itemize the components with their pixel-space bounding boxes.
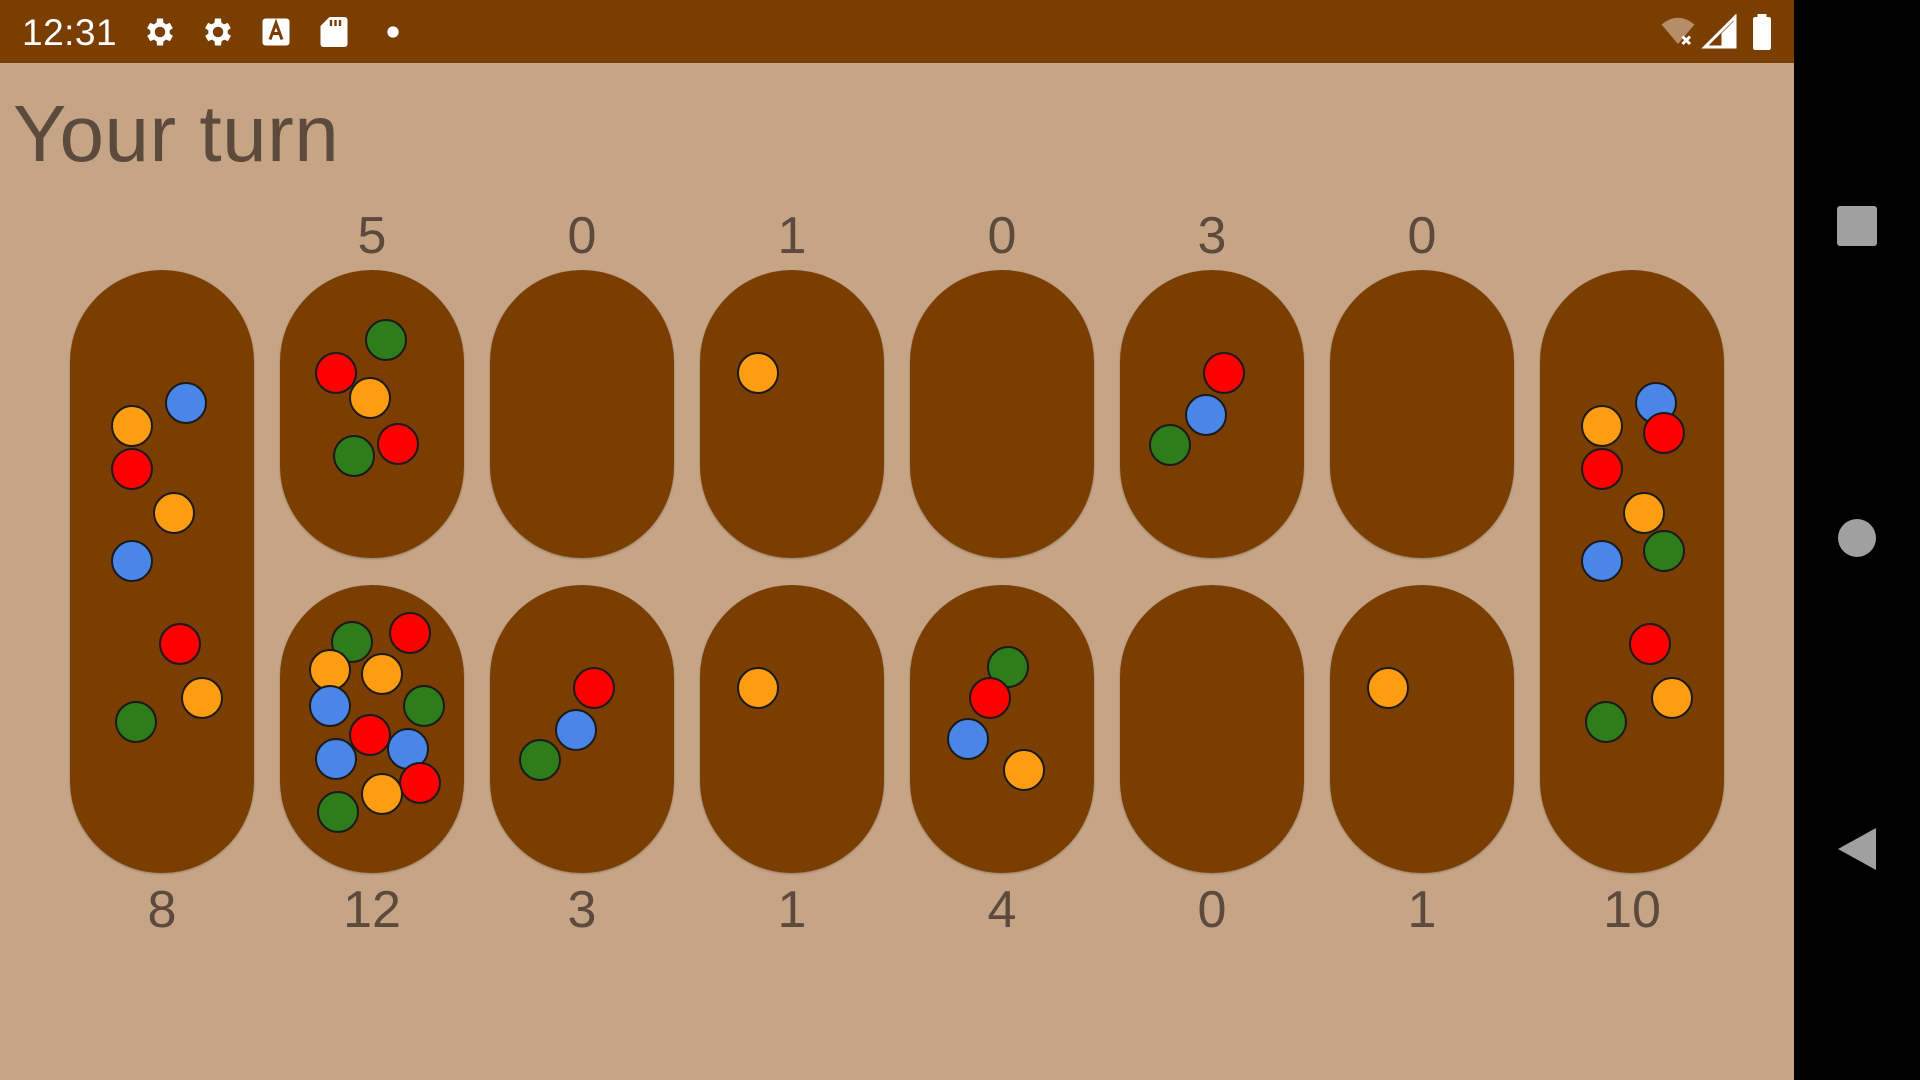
blue-stone bbox=[309, 685, 351, 727]
sd-card-icon bbox=[316, 14, 352, 50]
left-store bbox=[70, 270, 254, 873]
bottom-pit[interactable] bbox=[1330, 585, 1514, 873]
battery-icon bbox=[1748, 14, 1776, 50]
settings-gear-icon bbox=[200, 14, 236, 50]
top-pit[interactable] bbox=[490, 270, 674, 558]
top-pit-count: 1 bbox=[777, 207, 807, 265]
bottom-pit-count: 4 bbox=[987, 881, 1017, 939]
red-stone bbox=[1203, 352, 1245, 394]
bottom-pit[interactable] bbox=[280, 585, 464, 873]
red-stone bbox=[315, 352, 357, 394]
bottom-pit-count: 3 bbox=[567, 881, 597, 939]
bottom-pit[interactable] bbox=[490, 585, 674, 873]
home-button[interactable] bbox=[1794, 477, 1920, 603]
top-pit[interactable] bbox=[700, 270, 884, 558]
bottom-pit-count: 0 bbox=[1197, 881, 1227, 939]
dot-icon bbox=[376, 14, 410, 50]
bottom-pit-count: 1 bbox=[777, 881, 807, 939]
blue-stone bbox=[1185, 394, 1227, 436]
red-stone bbox=[399, 762, 441, 804]
orange-stone bbox=[349, 377, 391, 419]
top-pit[interactable] bbox=[1120, 270, 1304, 558]
orange-stone bbox=[361, 653, 403, 695]
bottom-pit-count: 1 bbox=[1407, 881, 1437, 939]
red-stone bbox=[573, 667, 615, 709]
top-pit-count: 0 bbox=[1407, 207, 1437, 265]
blue-stone bbox=[947, 718, 989, 760]
green-stone bbox=[1149, 424, 1191, 466]
status-time: 12:31 bbox=[22, 12, 118, 53]
red-stone bbox=[349, 714, 391, 756]
red-stone bbox=[1629, 623, 1671, 665]
red-stone bbox=[111, 448, 153, 490]
right-store bbox=[1540, 270, 1724, 873]
cell-signal-icon bbox=[1700, 14, 1740, 50]
green-stone bbox=[519, 739, 561, 781]
bottom-pit-count: 12 bbox=[343, 881, 401, 939]
status-bar: 12:31 bbox=[0, 0, 1794, 63]
recents-button[interactable] bbox=[1794, 165, 1920, 291]
red-stone bbox=[969, 677, 1011, 719]
red-stone bbox=[1643, 412, 1685, 454]
green-stone bbox=[1585, 701, 1627, 743]
orange-stone bbox=[361, 773, 403, 815]
home-circle-icon bbox=[1837, 518, 1877, 563]
green-stone bbox=[115, 701, 157, 743]
blue-stone bbox=[165, 382, 207, 424]
settings-gear-icon bbox=[142, 14, 178, 50]
orange-stone bbox=[181, 677, 223, 719]
recents-square-icon bbox=[1836, 205, 1878, 252]
orange-stone bbox=[1581, 405, 1623, 447]
orange-stone bbox=[111, 405, 153, 447]
green-stone bbox=[333, 435, 375, 477]
red-stone bbox=[1581, 448, 1623, 490]
red-stone bbox=[159, 623, 201, 665]
top-pit-count: 0 bbox=[987, 207, 1017, 265]
red-stone bbox=[389, 612, 431, 654]
top-pit[interactable] bbox=[910, 270, 1094, 558]
green-stone bbox=[365, 319, 407, 361]
top-pit[interactable] bbox=[280, 270, 464, 558]
wifi-off-icon bbox=[1656, 14, 1700, 50]
right-store-count: 10 bbox=[1603, 881, 1661, 939]
green-stone bbox=[403, 685, 445, 727]
left-store-count: 8 bbox=[147, 881, 177, 939]
orange-stone bbox=[1003, 749, 1045, 791]
orange-stone bbox=[1651, 677, 1693, 719]
back-triangle-icon bbox=[1836, 826, 1878, 877]
navigation-bar bbox=[1794, 0, 1920, 1080]
turn-indicator: Your turn bbox=[13, 89, 340, 178]
orange-stone bbox=[737, 352, 779, 394]
blue-stone bbox=[111, 540, 153, 582]
orange-stone bbox=[737, 667, 779, 709]
back-button[interactable] bbox=[1794, 788, 1920, 914]
top-pit[interactable] bbox=[1330, 270, 1514, 558]
blue-stone bbox=[315, 738, 357, 780]
bottom-pit[interactable] bbox=[700, 585, 884, 873]
green-stone bbox=[1643, 530, 1685, 572]
text-a-icon bbox=[258, 14, 294, 50]
green-stone bbox=[317, 791, 359, 833]
top-pit-count: 0 bbox=[567, 207, 597, 265]
bottom-pit[interactable] bbox=[910, 585, 1094, 873]
orange-stone bbox=[1623, 492, 1665, 534]
top-pit-count: 5 bbox=[357, 207, 387, 265]
top-pit-count: 3 bbox=[1197, 207, 1227, 265]
blue-stone bbox=[555, 709, 597, 751]
blue-stone bbox=[1581, 540, 1623, 582]
orange-stone bbox=[1367, 667, 1409, 709]
red-stone bbox=[377, 423, 419, 465]
bottom-pit[interactable] bbox=[1120, 585, 1304, 873]
orange-stone bbox=[153, 492, 195, 534]
